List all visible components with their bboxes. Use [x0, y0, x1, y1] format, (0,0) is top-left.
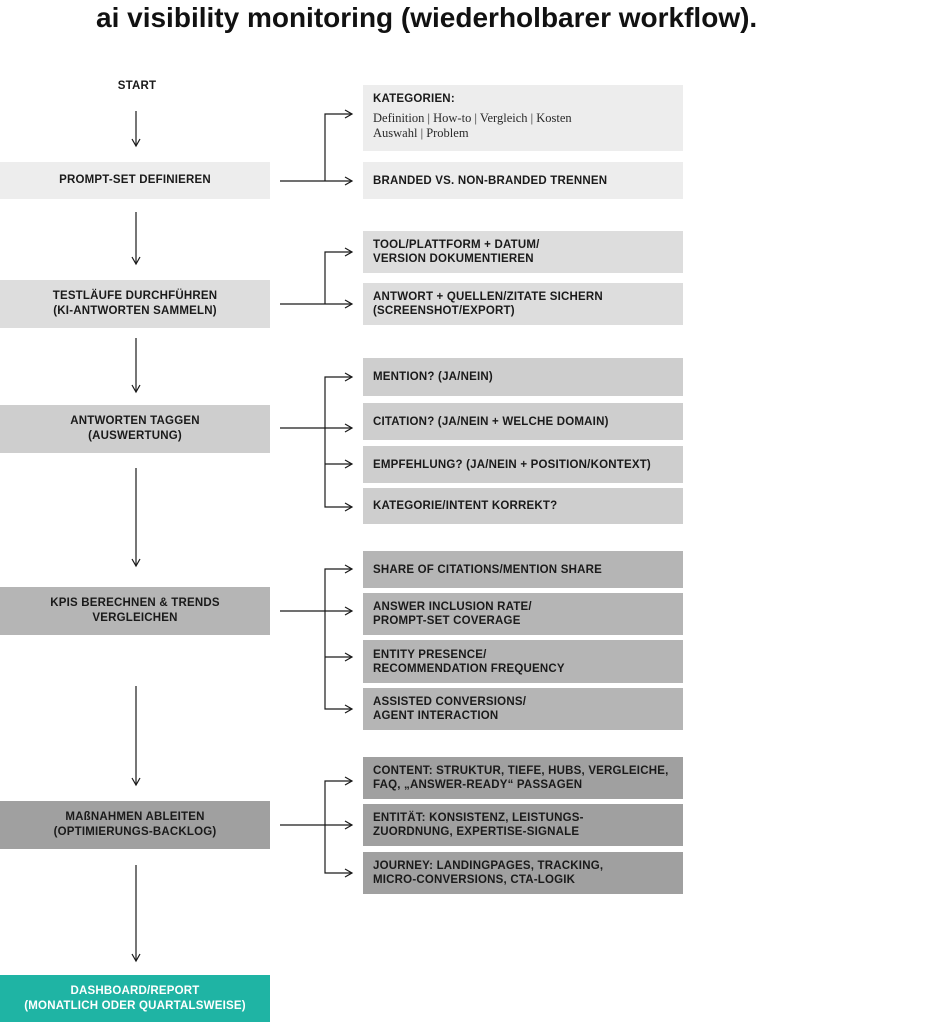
branch-label-line: TOOL/PLATTFORM + DATUM/ [373, 239, 540, 251]
branch-journey: JOURNEY: LANDINGPAGES, TRACKING, MICRO-C… [363, 852, 683, 894]
connector-step-3-branch-bottom [324, 428, 354, 512]
branch-mention: MENTION? (JA/NEIN) [363, 358, 683, 396]
step-label-line: TESTLÄUFE DURCHFÜHREN [52, 290, 218, 302]
connector-step-5-branch-top [324, 776, 354, 825]
branch-label-line: KATEGORIE/INTENT KORREKT? [373, 500, 558, 512]
step-label-line: DASHBOARD/REPORT [70, 984, 200, 997]
branch-label-line: ZUORDNUNG, EXPERTISE-SIGNALE [373, 826, 580, 838]
step-kpis-berechnen: KPIS BERECHNEN & TRENDS VERGLEICHEN [0, 587, 270, 635]
step-label-line: KPIS BERECHNEN & TRENDS [50, 597, 220, 609]
branch-label-line: ASSISTED CONVERSIONS/ [373, 696, 527, 708]
branch-kategorien: KATEGORIEN: Definition | How-to | Vergle… [363, 85, 683, 151]
branch-antwort-sichern: ANTWORT + QUELLEN/ZITATE SICHERN (SCREEN… [363, 283, 683, 325]
step-massnahmen-ableiten: MAßNAHMEN ABLEITEN (OPTIMIERUNGS-BACKLOG… [0, 801, 270, 849]
branch-label-line: FAQ, „ANSWER-READY“ PASSAGEN [373, 779, 583, 791]
connector-step-5-branch-bottom [324, 825, 354, 878]
branch-label-line: MICRO-CONVERSIONS, CTA-LOGIK [373, 874, 576, 886]
branch-label-line: ANTWORT + QUELLEN/ZITATE SICHERN [373, 291, 603, 303]
branch-label-line: CITATION? (JA/NEIN + WELCHE DOMAIN) [373, 415, 609, 428]
branch-entity-presence: ENTITY PRESENCE/ RECOMMENDATION FREQUENC… [363, 640, 683, 683]
branch-label-line: JOURNEY: LANDINGPAGES, TRACKING, [373, 860, 604, 872]
connector-step-4-branch-top [324, 564, 354, 611]
branch-content: CONTENT: STRUKTUR, TIEFE, HUBS, VERGLEIC… [363, 757, 683, 799]
branch-entitaet: ENTITÄT: KONSISTENZ, LEISTUNGS- ZUORDNUN… [363, 804, 683, 846]
branch-label-line: (SCREENSHOT/EXPORT) [373, 305, 515, 317]
category-detail: Definition | How-to | Vergleich | Kosten… [373, 111, 572, 141]
category-detail-line: Auswahl | Problem [373, 126, 469, 140]
start-label: START [117, 80, 157, 92]
step-label-line: (KI-ANTWORTEN SAMMELN) [53, 305, 217, 317]
branch-label-line: MENTION? (JA/NEIN) [373, 371, 493, 383]
branch-label-line: CONTENT: STRUKTUR, TIEFE, HUBS, VERGLEIC… [373, 765, 669, 777]
branch-label-line: BRANDED VS. NON-BRANDED TRENNEN [373, 174, 608, 187]
branch-tool-dokumentieren: TOOL/PLATTFORM + DATUM/ VERSION DOKUMENT… [363, 231, 683, 273]
branch-share-of-citations: SHARE OF CITATIONS/MENTION SHARE [363, 551, 683, 588]
branch-label-line: AGENT INTERACTION [373, 710, 499, 722]
diagram-title: ai visibility monitoring (wiederholbarer… [96, 2, 758, 33]
step-label-line: (OPTIMIERUNGS-BACKLOG) [53, 826, 217, 838]
connector-step-3-branch-top [324, 372, 354, 428]
branch-label-line: RECOMMENDATION FREQUENCY [373, 662, 565, 675]
connector-step-2-branch-top [324, 247, 354, 304]
branch-citation: CITATION? (JA/NEIN + WELCHE DOMAIN) [363, 403, 683, 440]
branch-kategorie-intent: KATEGORIE/INTENT KORREKT? [363, 488, 683, 524]
step-label-line: MAßNAHMEN ABLEITEN [65, 811, 205, 823]
branch-label-line: PROMPT-SET COVERAGE [373, 615, 521, 627]
step-dashboard-report: DASHBOARD/REPORT (MONATLICH ODER QUARTAL… [0, 975, 270, 1022]
branch-branded-trennen: BRANDED VS. NON-BRANDED TRENNEN [363, 162, 683, 199]
branch-assisted-conversions: ASSISTED CONVERSIONS/ AGENT INTERACTION [363, 688, 683, 730]
connector-step-1-branch-top [324, 109, 354, 181]
step-prompt-set-definieren: PROMPT-SET DEFINIEREN [0, 162, 270, 199]
step-label-line: PROMPT-SET DEFINIEREN [59, 174, 211, 186]
step-antworten-taggen: ANTWORTEN TAGGEN (AUSWERTUNG) [0, 405, 270, 453]
connector-step-4-branch-bottom [324, 611, 354, 714]
branch-label-line: ENTITÄT: KONSISTENZ, LEISTUNGS- [373, 812, 584, 824]
step-testlaeufe-durchfuehren: TESTLÄUFE DURCHFÜHREN (KI-ANTWORTEN SAMM… [0, 280, 270, 328]
branch-empfehlung: EMPFEHLUNG? (JA/NEIN + POSITION/KONTEXT) [363, 446, 683, 483]
branch-answer-inclusion: ANSWER INCLUSION RATE/ PROMPT-SET COVERA… [363, 593, 683, 635]
step-label-line: (AUSWERTUNG) [88, 430, 182, 442]
step-label-line: (MONATLICH ODER QUARTALSWEISE) [24, 999, 246, 1012]
branch-label-line: ENTITY PRESENCE/ [373, 648, 487, 661]
branch-label-line: ANSWER INCLUSION RATE/ [373, 601, 532, 613]
branch-label-line: KATEGORIEN: [373, 93, 455, 105]
branch-label-line: EMPFEHLUNG? (JA/NEIN + POSITION/KONTEXT) [373, 458, 651, 471]
step-label-line: ANTWORTEN TAGGEN [70, 415, 200, 427]
branch-label-line: VERSION DOKUMENTIEREN [373, 253, 534, 265]
branch-label-line: SHARE OF CITATIONS/MENTION SHARE [373, 563, 602, 576]
step-label-line: VERGLEICHEN [92, 612, 178, 624]
category-detail-line: Definition | How-to | Vergleich | Kosten [373, 111, 572, 125]
